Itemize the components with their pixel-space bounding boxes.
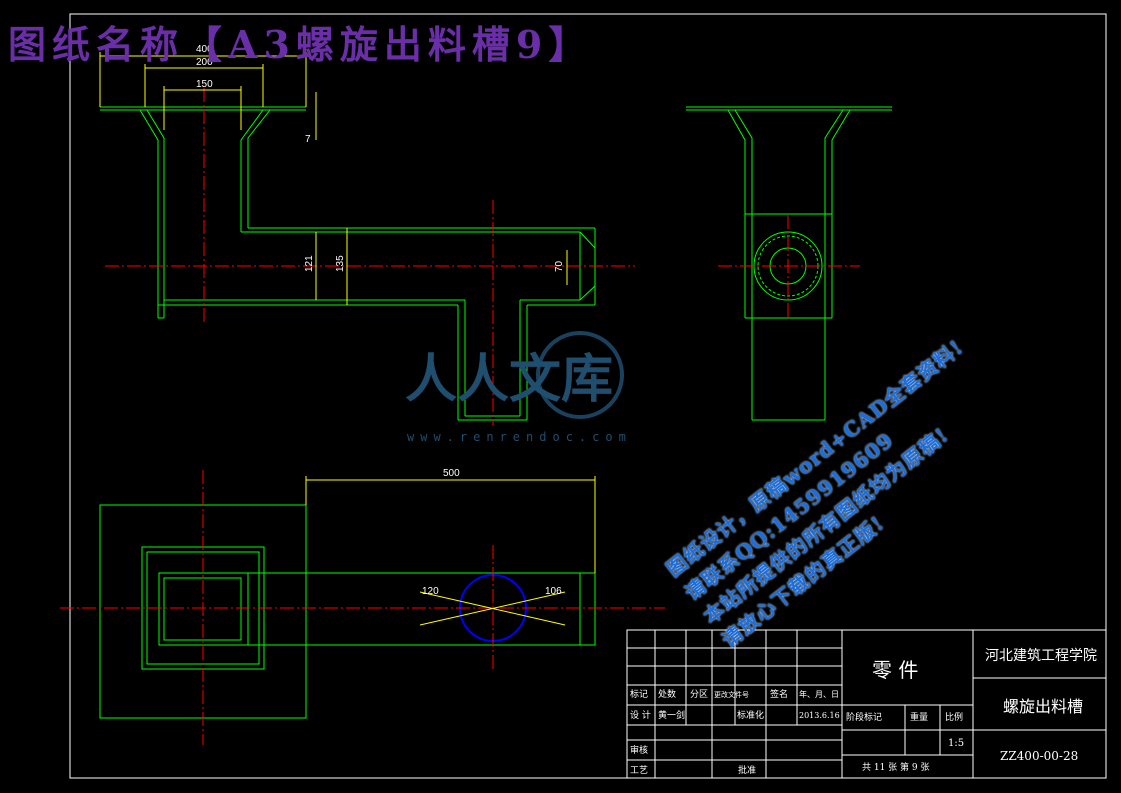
dim-200: 200 — [196, 57, 213, 68]
dim-120: 120 — [422, 586, 439, 597]
drawing-frame — [69, 13, 1107, 779]
title-block-process-label: 工艺 — [630, 765, 648, 776]
title-block-header-count: 处数 — [658, 688, 676, 700]
watermark-url: www.renrendoc.com — [407, 430, 632, 444]
front-view-dimensions — [99, 52, 568, 305]
title-block-header-sign: 签名 — [770, 688, 788, 700]
title-block-scale: 1:5 — [948, 738, 964, 749]
top-view — [99, 504, 596, 719]
front-view-centerlines — [105, 88, 635, 425]
side-view-centerlines — [718, 215, 860, 318]
title-block-scale-label: 比例 — [945, 711, 963, 723]
dim-150: 150 — [196, 79, 213, 90]
top-view-centerlines — [60, 470, 665, 745]
title-block-header-mark: 标记 — [630, 688, 648, 700]
title-block-date: 2013.6.16 — [799, 711, 840, 720]
title-block-review-label: 审核 — [630, 744, 648, 756]
dim-70: 70 — [554, 260, 565, 272]
side-view — [686, 106, 892, 421]
title-block-standard-label: 标准化 — [737, 709, 764, 721]
title-block-header-zone: 分区 — [690, 689, 708, 700]
title-block-header-date: 年、月、日 — [799, 689, 839, 699]
title-block-drawing-number: ZZ400-00-28 — [1000, 749, 1078, 763]
title-block-part-type: 零 件 — [872, 658, 918, 682]
title-block-approve-label: 批准 — [738, 764, 756, 776]
dim-106: 106 — [545, 586, 562, 597]
dim-135: 135 — [335, 255, 346, 272]
title-block-design-label: 设 计 — [630, 709, 651, 721]
title-block-stage-label: 阶段标记 — [846, 711, 882, 723]
dim-500: 500 — [443, 468, 460, 479]
title-block-school: 河北建筑工程学院 — [985, 648, 1097, 664]
watermark-logo: 人人文库 www.renrendoc.com — [405, 331, 632, 444]
title-block-sheet-info: 共 11 张 第 9 张 — [862, 761, 929, 773]
top-view-dimensions — [305, 476, 596, 626]
title-block-designer: 黄一剑 — [658, 709, 685, 721]
title-block-weight-label: 重量 — [910, 711, 928, 723]
title-block — [626, 629, 1107, 779]
dim-7: 7 — [305, 134, 311, 145]
title-block-part-name: 螺旋出料槽 — [1003, 697, 1083, 716]
drawing-title-banner: 图纸名称【A3螺旋出料槽9】 — [8, 22, 593, 67]
dim-121: 121 — [304, 255, 315, 272]
watermark-logo-text: 人人文库 — [405, 349, 613, 410]
dim-400: 400 — [196, 44, 213, 55]
title-block-header-change: 更改文件号 — [714, 690, 749, 699]
